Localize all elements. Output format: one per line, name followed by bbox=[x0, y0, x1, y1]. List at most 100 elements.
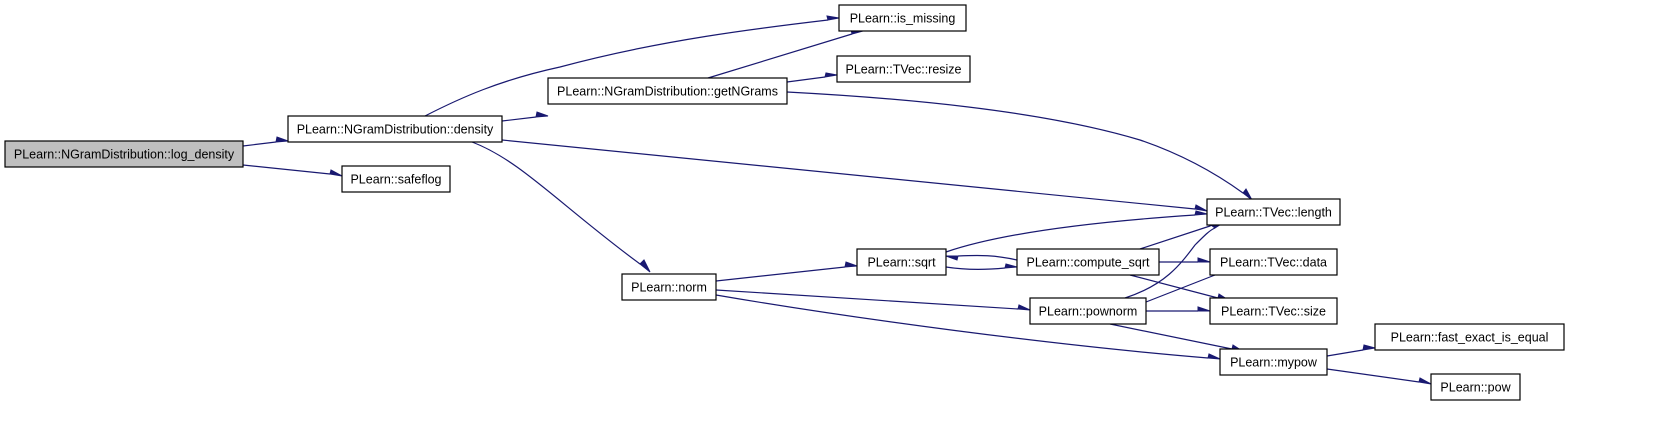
edge-line bbox=[1326, 349, 1364, 357]
edge-line bbox=[945, 266, 1006, 270]
node-label: PLearn::pow bbox=[1440, 381, 1511, 395]
edge-line bbox=[715, 294, 1209, 359]
edge-line bbox=[1145, 274, 1216, 303]
arrowhead-icon bbox=[1197, 306, 1211, 312]
node-label: PLearn::mypow bbox=[1230, 356, 1318, 370]
node-label: PLearn::NGramDistribution::log_density bbox=[14, 148, 235, 162]
edge-density-to-getNGrams bbox=[501, 111, 549, 122]
arrowhead-icon bbox=[329, 169, 343, 177]
edge-log_density-to-density bbox=[242, 136, 289, 147]
edge-line bbox=[501, 139, 1196, 210]
node-log-density: PLearn::NGramDistribution::log_density bbox=[4, 140, 244, 168]
node-box bbox=[1016, 248, 1160, 276]
edge-density-to-is_missing bbox=[424, 15, 840, 117]
nodes-layer: PLearn::NGramDistribution::log_densityPL… bbox=[4, 4, 1565, 401]
node-safeflog[interactable]: PLearn::safeflog bbox=[341, 165, 451, 193]
edge-line bbox=[786, 91, 1244, 194]
node-box bbox=[1029, 297, 1147, 325]
edge-line bbox=[1139, 225, 1211, 250]
node-box bbox=[1374, 323, 1565, 351]
arrowhead-icon bbox=[275, 136, 289, 143]
node-box bbox=[341, 165, 451, 193]
node-box bbox=[4, 140, 244, 168]
node-mypow[interactable]: PLearn::mypow bbox=[1219, 348, 1328, 376]
edge-density-to-length bbox=[501, 139, 1208, 212]
node-pow[interactable]: PLearn::pow bbox=[1430, 373, 1521, 401]
edge-line bbox=[242, 141, 277, 147]
node-box bbox=[1206, 198, 1341, 226]
node-getNGrams[interactable]: PLearn::NGramDistribution::getNGrams bbox=[547, 77, 788, 105]
arrowhead-icon bbox=[1197, 257, 1211, 263]
edge-line bbox=[471, 141, 641, 265]
edge-line bbox=[1124, 227, 1216, 299]
edge-norm-to-pownorm bbox=[715, 289, 1031, 311]
arrowhead-icon bbox=[1207, 353, 1221, 360]
node-size[interactable]: PLearn::TVec::size bbox=[1209, 297, 1338, 325]
node-label: PLearn::TVec::data bbox=[1220, 256, 1327, 270]
edge-line bbox=[1129, 274, 1219, 299]
node-label: PLearn::TVec::resize bbox=[845, 63, 961, 77]
edge-mypow-to-fast_exact_is_equal bbox=[1326, 344, 1376, 357]
edge-compute_sqrt-to-sqrt bbox=[945, 254, 1018, 261]
node-box bbox=[621, 273, 717, 301]
edges-layer bbox=[242, 15, 1432, 385]
node-box bbox=[1209, 297, 1338, 325]
arrowhead-icon bbox=[1194, 210, 1208, 216]
edge-compute_sqrt-to-data bbox=[1159, 257, 1211, 263]
node-box bbox=[1209, 248, 1338, 276]
node-label: PLearn::norm bbox=[631, 281, 707, 295]
node-box bbox=[836, 55, 971, 83]
node-label: PLearn::fast_exact_is_equal bbox=[1391, 331, 1549, 345]
node-resize[interactable]: PLearn::TVec::resize bbox=[836, 55, 971, 83]
node-norm[interactable]: PLearn::norm bbox=[621, 273, 717, 301]
arrowhead-icon bbox=[639, 259, 651, 273]
arrowhead-icon bbox=[824, 72, 838, 78]
arrowhead-icon bbox=[1017, 304, 1031, 311]
node-density[interactable]: PLearn::NGramDistribution::density bbox=[287, 115, 503, 143]
edge-pownorm-to-size bbox=[1146, 306, 1211, 312]
node-label: PLearn::sqrt bbox=[867, 256, 936, 270]
arrowhead-icon bbox=[1004, 263, 1018, 269]
node-length[interactable]: PLearn::TVec::length bbox=[1206, 198, 1341, 226]
node-box bbox=[547, 77, 788, 105]
node-box bbox=[287, 115, 503, 143]
arrowhead-icon bbox=[826, 15, 840, 21]
node-is-missing[interactable]: PLearn::is_missing bbox=[838, 4, 967, 32]
edge-line bbox=[715, 289, 1019, 310]
node-pownorm[interactable]: PLearn::pownorm bbox=[1029, 297, 1147, 325]
edge-line bbox=[501, 116, 537, 122]
node-label: PLearn::safeflog bbox=[350, 173, 441, 187]
edge-mypow-to-pow bbox=[1326, 368, 1432, 385]
edge-sqrt-to-compute_sqrt bbox=[945, 263, 1018, 270]
edge-density-to-norm bbox=[471, 141, 651, 273]
node-label: PLearn::is_missing bbox=[850, 12, 956, 26]
edge-pownorm-to-mypow bbox=[1109, 323, 1245, 353]
arrowhead-icon bbox=[945, 255, 959, 261]
edge-line bbox=[957, 254, 1018, 261]
edge-line bbox=[786, 76, 826, 83]
node-data[interactable]: PLearn::TVec::data bbox=[1209, 248, 1338, 276]
node-compute-sqrt[interactable]: PLearn::compute_sqrt bbox=[1016, 248, 1160, 276]
edge-compute_sqrt-to-size bbox=[1129, 274, 1231, 302]
node-label: PLearn::compute_sqrt bbox=[1027, 256, 1151, 270]
edge-line bbox=[424, 19, 829, 117]
arrowhead-icon bbox=[1362, 344, 1376, 351]
node-box bbox=[838, 4, 967, 32]
arrowhead-icon bbox=[535, 111, 549, 118]
edge-getNGrams-to-resize bbox=[786, 72, 838, 83]
edge-line bbox=[1326, 368, 1420, 383]
edge-line bbox=[1109, 323, 1233, 350]
edge-line bbox=[707, 33, 853, 79]
edge-line bbox=[945, 214, 1196, 253]
edge-log_density-to-safeflog bbox=[242, 164, 343, 177]
arrowhead-icon bbox=[844, 261, 858, 268]
node-label: PLearn::NGramDistribution::density bbox=[297, 123, 494, 137]
edge-sqrt-to-length bbox=[945, 210, 1208, 253]
arrowhead-icon bbox=[1418, 377, 1432, 385]
edge-norm-to-sqrt bbox=[715, 261, 858, 282]
node-box bbox=[856, 248, 947, 276]
node-fast-exact-is-equal[interactable]: PLearn::fast_exact_is_equal bbox=[1374, 323, 1565, 351]
node-label: PLearn::pownorm bbox=[1039, 305, 1138, 319]
node-sqrt[interactable]: PLearn::sqrt bbox=[856, 248, 947, 276]
